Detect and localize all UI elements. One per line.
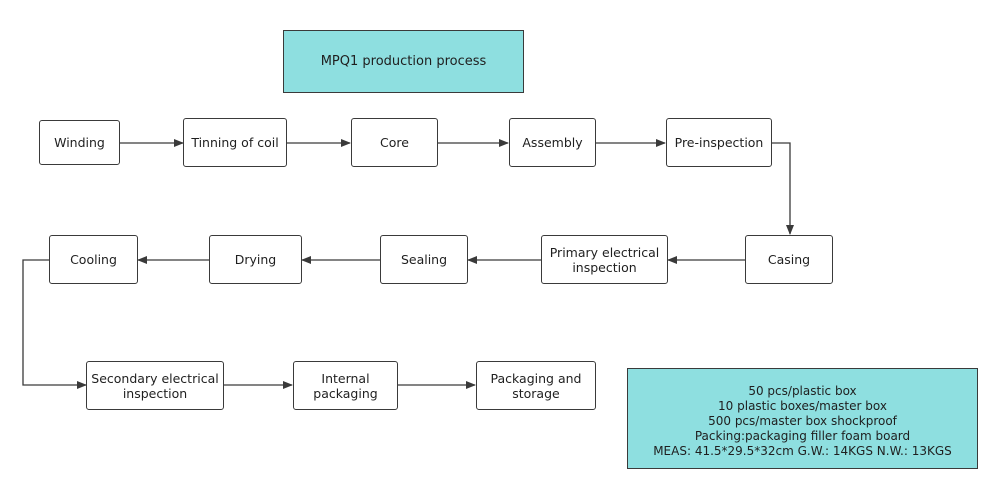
step-drying: Drying bbox=[209, 235, 302, 284]
packing-line-1: 50 pcs/plastic box bbox=[748, 384, 857, 398]
step-core: Core bbox=[351, 118, 438, 167]
packing-line-4: Packing:packaging filler foam board bbox=[694, 429, 911, 443]
arrow-preinspection-to-casing bbox=[772, 142, 794, 235]
step-tinning-of-coil: Tinning of coil bbox=[183, 118, 287, 167]
step-packaging-and-storage: Packaging and storage bbox=[476, 361, 596, 410]
packing-line-5: MEAS: 41.5*29.5*32cm G.W.: 14KGS N.W.: 1… bbox=[653, 444, 952, 458]
packing-info-box: 50 pcs/plastic box 10 plastic boxes/mast… bbox=[627, 368, 978, 469]
packing-line-2: 10 plastic boxes/master box bbox=[718, 399, 887, 413]
step-pre-inspection: Pre-inspection bbox=[666, 118, 772, 167]
step-assembly: Assembly bbox=[509, 118, 596, 167]
step-sealing: Sealing bbox=[380, 235, 468, 284]
step-secondary-electrical-inspection: Secondary electrical inspection bbox=[86, 361, 224, 410]
step-casing: Casing bbox=[745, 235, 833, 284]
diagram-title: MPQ1 production process bbox=[283, 30, 524, 93]
step-internal-packaging: Internal packaging bbox=[293, 361, 398, 410]
packing-line-3: 500 pcs/master box shockproof bbox=[708, 414, 897, 428]
step-cooling: Cooling bbox=[49, 235, 138, 284]
step-primary-electrical-inspection: Primary electrical inspection bbox=[541, 235, 668, 284]
step-winding: Winding bbox=[39, 120, 120, 165]
